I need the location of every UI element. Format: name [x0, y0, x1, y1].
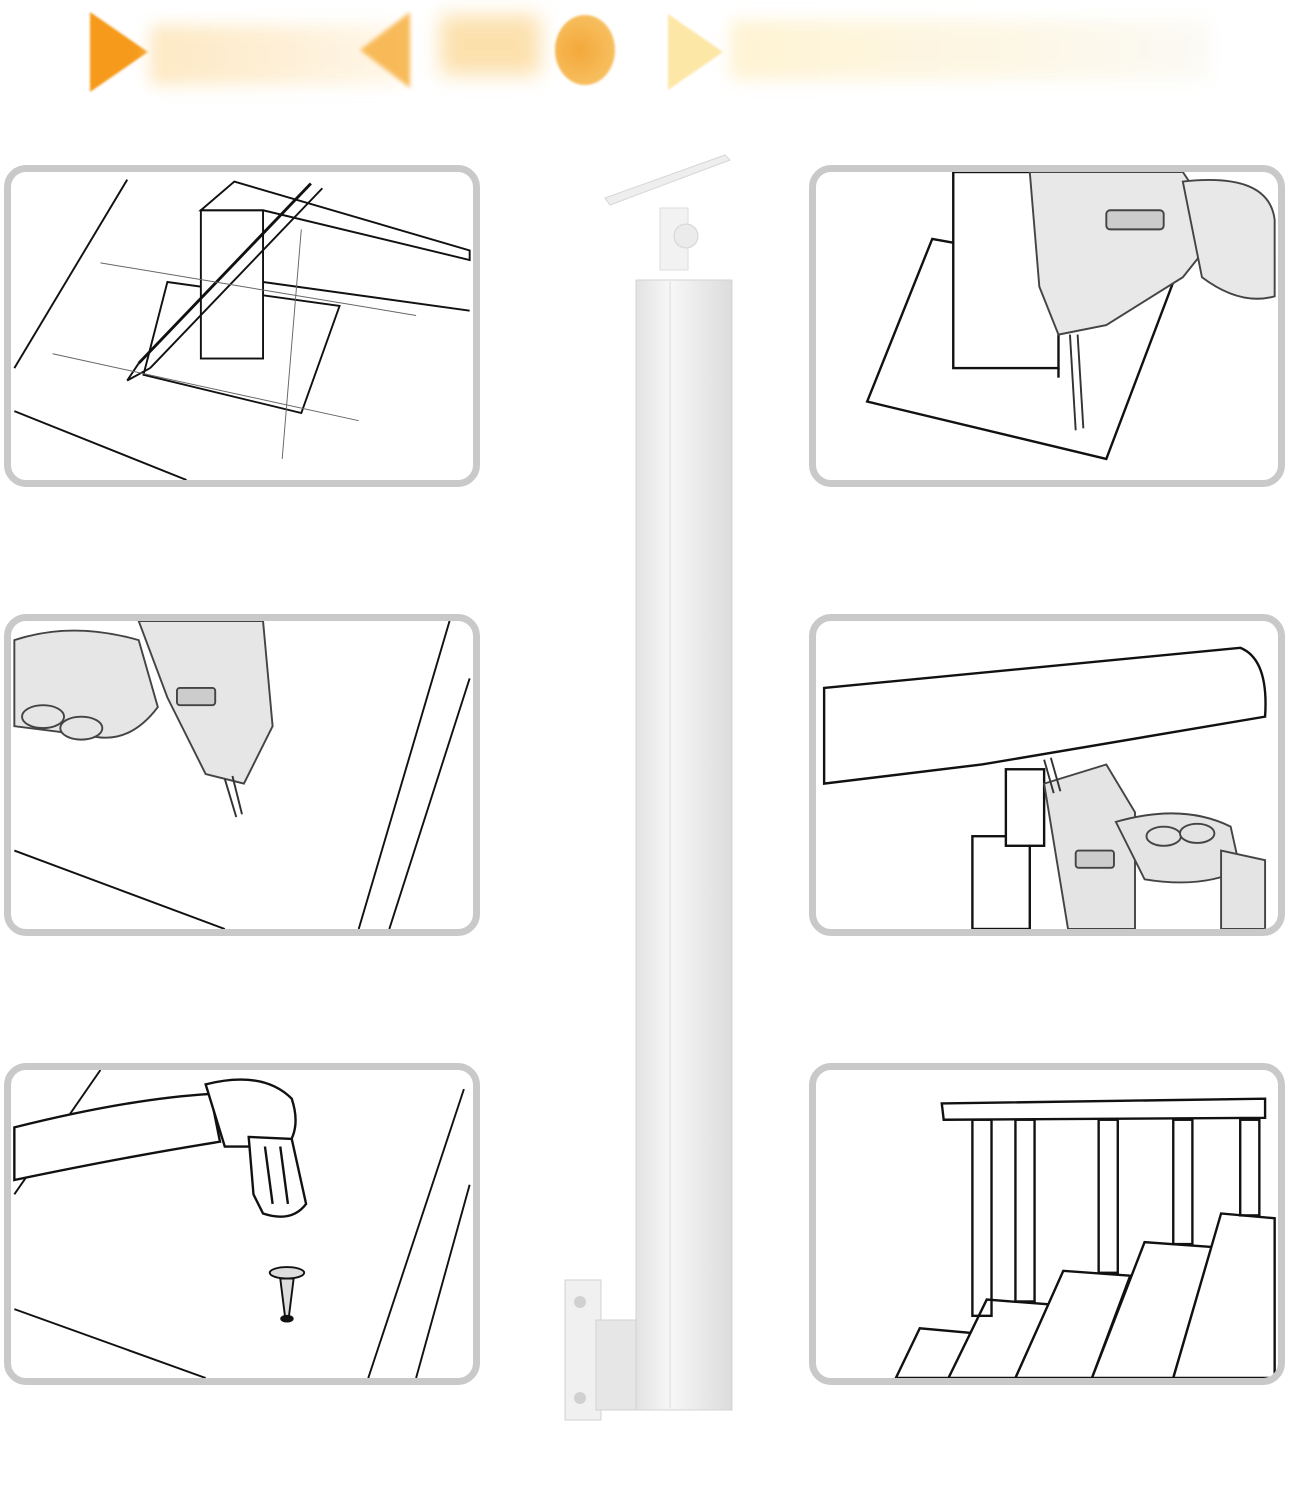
half-arrow-icon — [360, 12, 410, 88]
step-1-panel — [4, 165, 480, 487]
drill-base-icon — [865, 172, 1276, 461]
step-3-panel — [4, 614, 480, 936]
header-blur-band — [440, 15, 540, 75]
step-2-caption — [809, 510, 1285, 570]
step-4-panel — [809, 614, 1285, 936]
step-1-caption — [4, 505, 480, 565]
circle-icon — [555, 15, 615, 85]
step-6-caption — [809, 1405, 1285, 1465]
header-banner — [0, 0, 1297, 110]
step-5-caption — [4, 1405, 480, 1465]
measure-mark-icon — [13, 179, 471, 480]
step-2-panel — [809, 165, 1285, 487]
header-blur-band — [730, 20, 1210, 80]
step-6-panel — [809, 1063, 1285, 1385]
drill-floor-icon — [13, 621, 471, 929]
step-5-panel — [4, 1063, 480, 1385]
play-arrow-icon — [90, 12, 148, 92]
hammer-anchor-icon — [13, 1070, 471, 1378]
drill-handrail-icon — [822, 646, 1267, 929]
header-blur-band — [150, 25, 400, 85]
step-3-caption — [4, 955, 480, 1015]
stair-railing-post-icon — [564, 154, 733, 1421]
finished-stair-icon — [894, 1097, 1276, 1378]
play-arrow-icon — [668, 14, 723, 90]
step-4-caption — [809, 960, 1285, 1020]
